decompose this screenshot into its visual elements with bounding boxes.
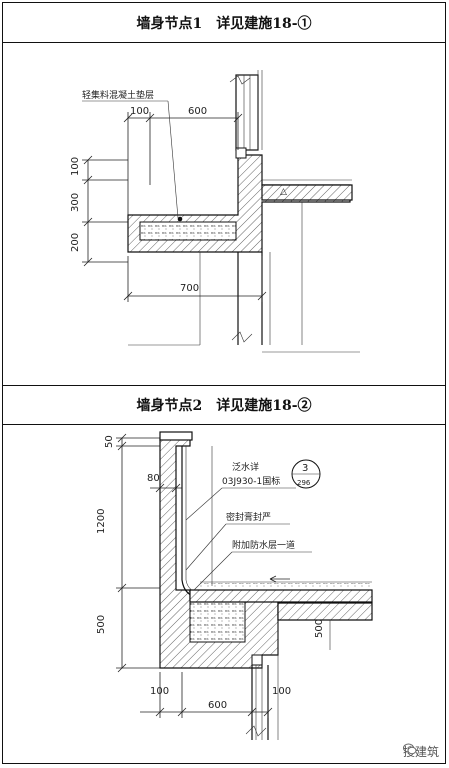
- wechat-icon: [402, 743, 417, 755]
- dim-v1: 100: [70, 157, 81, 176]
- dim-500-right: 500: [314, 619, 325, 638]
- panel1-title: 墙身节点1 详见建施18-①: [3, 3, 445, 43]
- label-seal: 密封膏封严: [226, 511, 271, 523]
- panel2-drawing: 50 1200 500 80 泛水详 03J930-1国标 3 296 密封膏封…: [96, 431, 373, 740]
- layer-label: 轻集料混凝土垫层: [82, 89, 154, 101]
- label-drain: 泛水详: [232, 461, 259, 473]
- label-std: 03J930-1国标: [222, 475, 280, 487]
- label-waterproof: 附加防水层一道: [232, 539, 295, 551]
- svg-text:△: △: [280, 187, 287, 197]
- dim-top-left: 100: [130, 106, 149, 117]
- dim-bottom: 700: [180, 283, 199, 294]
- panel1-drawing: △ 100 600 轻集料混凝土垫层 100 300 2: [70, 70, 360, 353]
- dim-80: 80: [147, 473, 160, 484]
- dim-v3: 200: [70, 233, 81, 252]
- dim-bottom-left: 100: [150, 686, 169, 697]
- dim-v-500: 500: [96, 615, 107, 634]
- dim-bottom-right: 100: [272, 686, 291, 697]
- dim-v-top: 50: [104, 435, 115, 448]
- dim-v2: 300: [70, 193, 81, 212]
- watermark: 搜建筑: [402, 743, 439, 760]
- dim-v-1200: 1200: [96, 509, 107, 534]
- dim-bottom-600: 600: [208, 700, 227, 711]
- dim-top-right: 600: [188, 106, 207, 117]
- ref-page: 296: [297, 479, 311, 487]
- ref-num: 3: [302, 463, 308, 474]
- panel2-title: 墙身节点2 详见建施18-②: [3, 385, 445, 425]
